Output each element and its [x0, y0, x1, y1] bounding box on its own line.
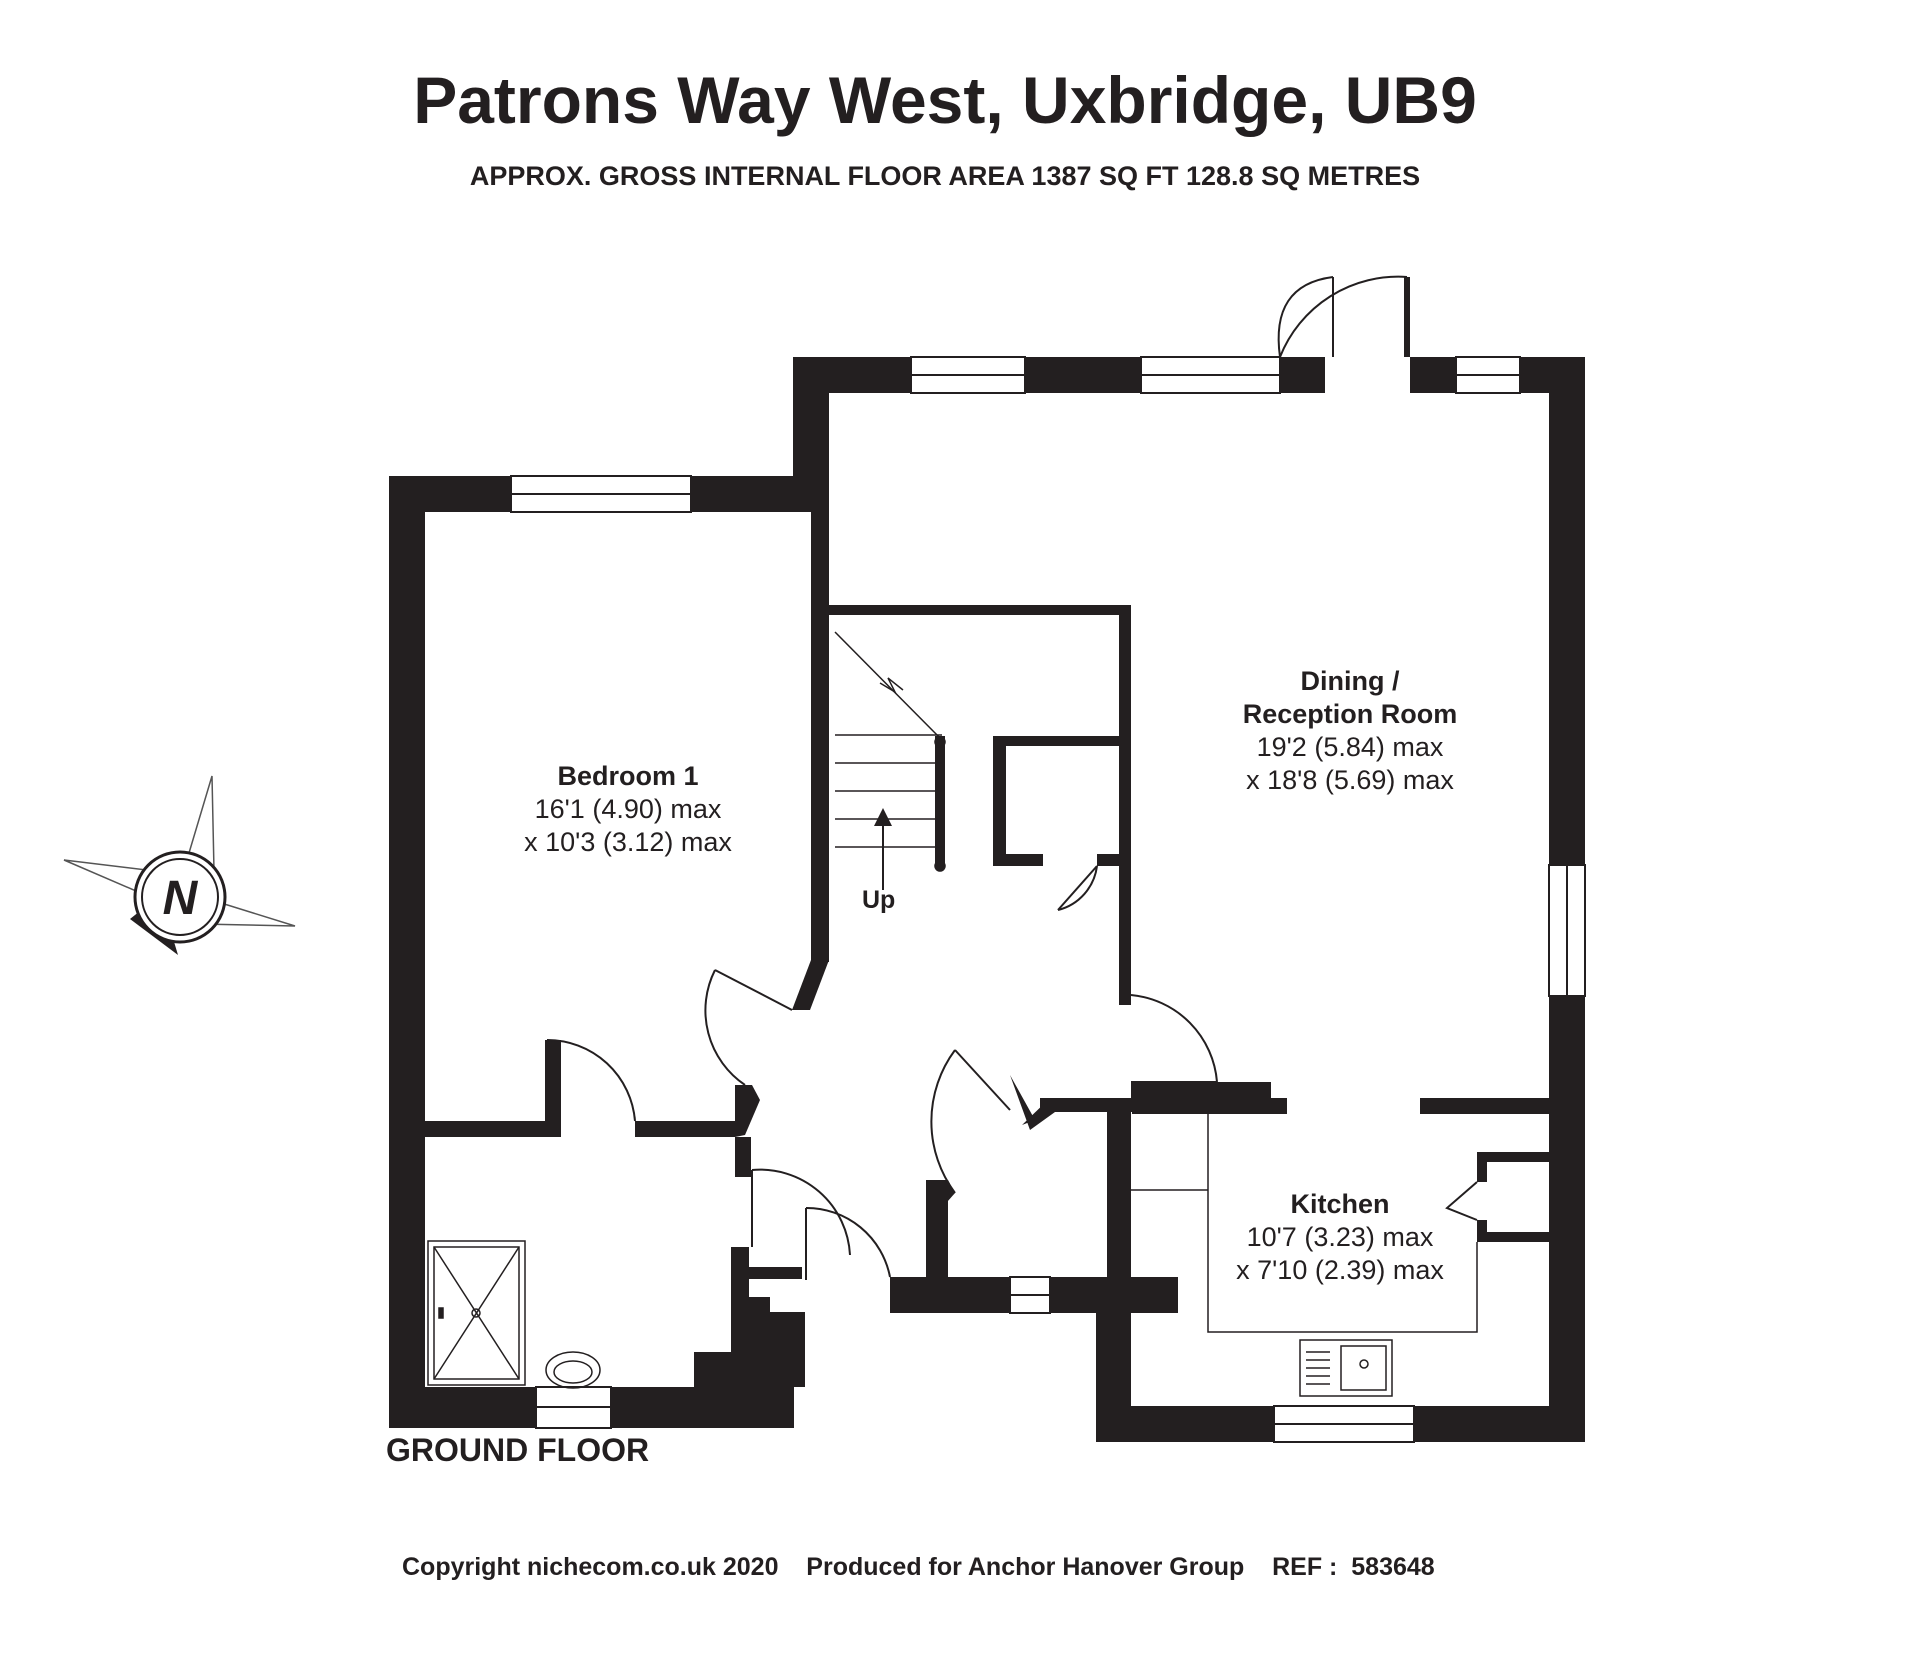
- footer-produced-for: Produced for Anchor Hanover Group: [806, 1553, 1245, 1581]
- room-name-reception: Reception Room: [1242, 699, 1458, 729]
- room-dimension-length: 10'7 (3.23) max: [1246, 1222, 1434, 1252]
- stairs: [834, 631, 946, 890]
- room-dimension-width: x 7'10 (2.39) max: [1236, 1255, 1444, 1285]
- room-dimension-width: x 18'8 (5.69) max: [1246, 765, 1454, 795]
- room-dimension-length: 19'2 (5.84) max: [1256, 732, 1444, 762]
- room-name-bedroom: Bedroom 1: [557, 761, 699, 791]
- stairs-up-label: Up: [862, 886, 896, 914]
- compass-letter: N: [163, 872, 199, 925]
- room-label-bedroom: Bedroom 1 16'1 (4.90) max x 10'3 (3.12) …: [468, 760, 788, 859]
- room-label-dining: Dining / Reception Room 19'2 (5.84) max …: [1190, 665, 1510, 797]
- kitchen-units: [1131, 1114, 1478, 1397]
- bathroom-fixtures: [427, 1240, 601, 1389]
- footer-copyright: Copyright nichecom.co.uk 2020: [402, 1553, 779, 1581]
- plan-title: Patrons Way West, Uxbridge, UB9: [413, 63, 1477, 137]
- room-name-kitchen: Kitchen: [1290, 1189, 1390, 1219]
- footer: Copyright nichecom.co.uk 2020 Produced f…: [402, 1553, 1435, 1582]
- room-label-kitchen: Kitchen 10'7 (3.23) max x 7'10 (2.39) ma…: [1190, 1188, 1490, 1287]
- room-dimension-width: x 10'3 (3.12) max: [524, 827, 732, 857]
- room-dimension-length: 16'1 (4.90) max: [534, 794, 722, 824]
- footer-ref: REF : 583648: [1272, 1553, 1435, 1581]
- floor-label: GROUND FLOOR: [386, 1432, 650, 1468]
- windows: [510, 356, 1586, 1443]
- room-name-dining: Dining /: [1300, 666, 1400, 696]
- floor-area-subtitle: APPROX. GROSS INTERNAL FLOOR AREA 1387 S…: [469, 161, 1421, 191]
- doors: [546, 275, 1478, 1280]
- compass-icon: N: [63, 775, 296, 955]
